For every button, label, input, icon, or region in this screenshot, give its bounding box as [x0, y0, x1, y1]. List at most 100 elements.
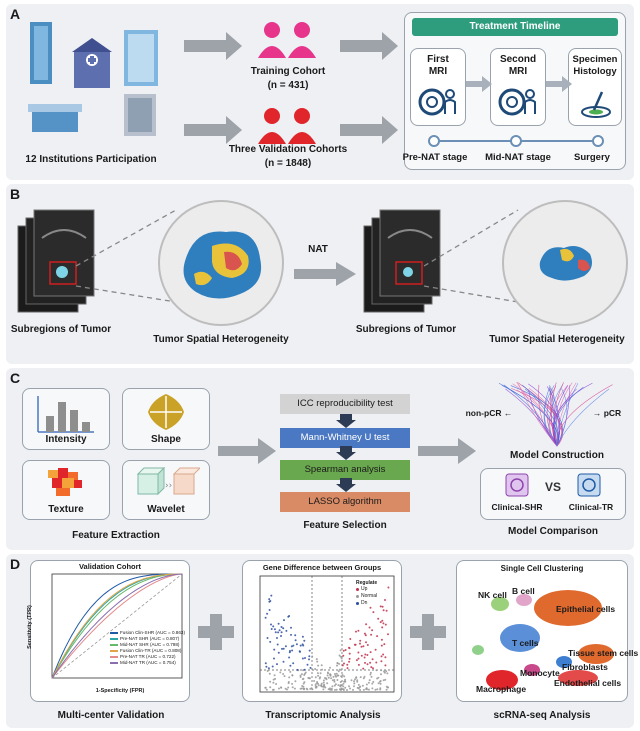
volcano-point	[331, 679, 334, 682]
volcano-point	[369, 606, 372, 609]
volcano-point	[298, 650, 301, 653]
volcano-point	[342, 685, 345, 688]
texture-label: Texture	[48, 504, 84, 515]
volcano-point	[303, 681, 306, 684]
volcano-point	[291, 686, 294, 689]
tree-branch	[552, 388, 577, 447]
volcano-point	[370, 675, 373, 678]
volcano-point	[382, 653, 385, 656]
volcano-point	[333, 680, 336, 683]
volcano-point	[385, 688, 388, 691]
legend-swatch	[110, 632, 118, 634]
volcano-point	[309, 666, 312, 669]
roc-chart	[51, 573, 183, 679]
volcano-point	[383, 643, 386, 646]
volcano-point	[362, 667, 365, 670]
volcano-point	[270, 623, 272, 626]
timeline-arrow	[546, 76, 572, 92]
volcano-point	[367, 688, 370, 691]
volcano-point	[308, 655, 311, 658]
volcano-point	[273, 674, 276, 677]
volcano-point	[377, 682, 380, 685]
volcano-point	[337, 684, 340, 687]
volcano-point	[322, 679, 325, 682]
zoom-lines-left	[75, 209, 177, 303]
validation-cohorts-label: Three Validation Cohorts	[228, 144, 348, 155]
legend-swatch	[110, 656, 118, 658]
histogram-icon	[37, 396, 94, 433]
volcano-point	[320, 664, 323, 667]
volcano-point	[280, 626, 283, 628]
volcano-point	[366, 688, 368, 691]
volcano-point	[380, 644, 383, 647]
volcano-point	[356, 679, 359, 682]
volcano-point	[265, 688, 268, 691]
roc-legend-entry: Pre-NAT SHR (AUC = 0.807)	[110, 636, 185, 642]
panel-label-b: B	[10, 186, 21, 202]
feature-selection-label: Feature Selection	[303, 520, 387, 531]
volcano-point	[358, 686, 361, 689]
volcano-point	[384, 656, 387, 659]
volcano-point	[279, 671, 282, 674]
volcano-point	[359, 676, 362, 679]
stage-mid: Mid-NAT stage	[485, 152, 551, 163]
volcano-point	[353, 643, 356, 646]
volcano-point	[315, 686, 318, 689]
volcano-point	[273, 628, 276, 631]
volcano-point	[336, 679, 339, 681]
volcano-point	[384, 623, 387, 626]
volcano-point	[268, 600, 271, 603]
panel-label-d: D	[10, 556, 21, 572]
cluster-stem	[578, 644, 614, 664]
volcano-point	[329, 673, 332, 676]
volcano-point	[334, 673, 336, 675]
validation-people-icon	[258, 108, 316, 144]
timeline-arrow	[466, 76, 492, 92]
tree-branch	[556, 388, 568, 447]
umap-plot	[472, 590, 614, 690]
volcano-point	[341, 674, 344, 677]
pcr-label: → pCR	[592, 408, 622, 418]
volcano-point	[301, 657, 304, 660]
panel-label-a: A	[10, 6, 21, 22]
volcano-point	[379, 682, 382, 685]
volcano-point	[317, 682, 319, 685]
volcano-point	[320, 684, 323, 687]
volcano-point	[366, 654, 369, 656]
roc-legend-entry: Mid-NAT SHR (AUC = 0.798)	[110, 642, 185, 648]
volcano-point	[285, 629, 288, 632]
volcano-point	[316, 660, 319, 663]
subregions-left-label: Subregions of Tumor	[10, 324, 112, 335]
volcano-point	[269, 686, 272, 689]
volcano-point	[372, 667, 374, 670]
volcano-point	[371, 687, 374, 690]
volcano-point	[290, 633, 292, 636]
volcano-point	[352, 688, 354, 691]
roc-curve	[51, 573, 182, 679]
volcano-point	[284, 645, 287, 648]
volcano-point	[387, 586, 390, 589]
cluster-t	[500, 624, 540, 652]
volcano-point	[273, 657, 275, 660]
mri-slices-stack-right	[363, 209, 441, 313]
volcano-point	[301, 678, 304, 681]
volcano-point	[380, 660, 383, 663]
arrow-to-model	[418, 438, 476, 464]
panel-label-c: C	[10, 370, 21, 386]
first-mri-label: First MRI	[427, 54, 449, 77]
volcano-point	[362, 677, 365, 680]
volcano-point	[318, 677, 321, 680]
volcano-point	[308, 677, 311, 680]
volcano-point	[385, 609, 388, 612]
volcano-point	[322, 685, 325, 688]
training-n-label: (n = 431)	[267, 80, 309, 91]
tree-branch	[556, 384, 613, 447]
volcano-point	[290, 645, 293, 648]
tumor-3d-right	[502, 200, 628, 326]
stage-surgery: Surgery	[574, 152, 610, 163]
tree-branch	[553, 386, 584, 447]
volcano-point	[303, 668, 306, 671]
volcano-point	[353, 685, 355, 688]
legend-swatch	[110, 638, 118, 640]
volcano-point	[372, 611, 375, 614]
